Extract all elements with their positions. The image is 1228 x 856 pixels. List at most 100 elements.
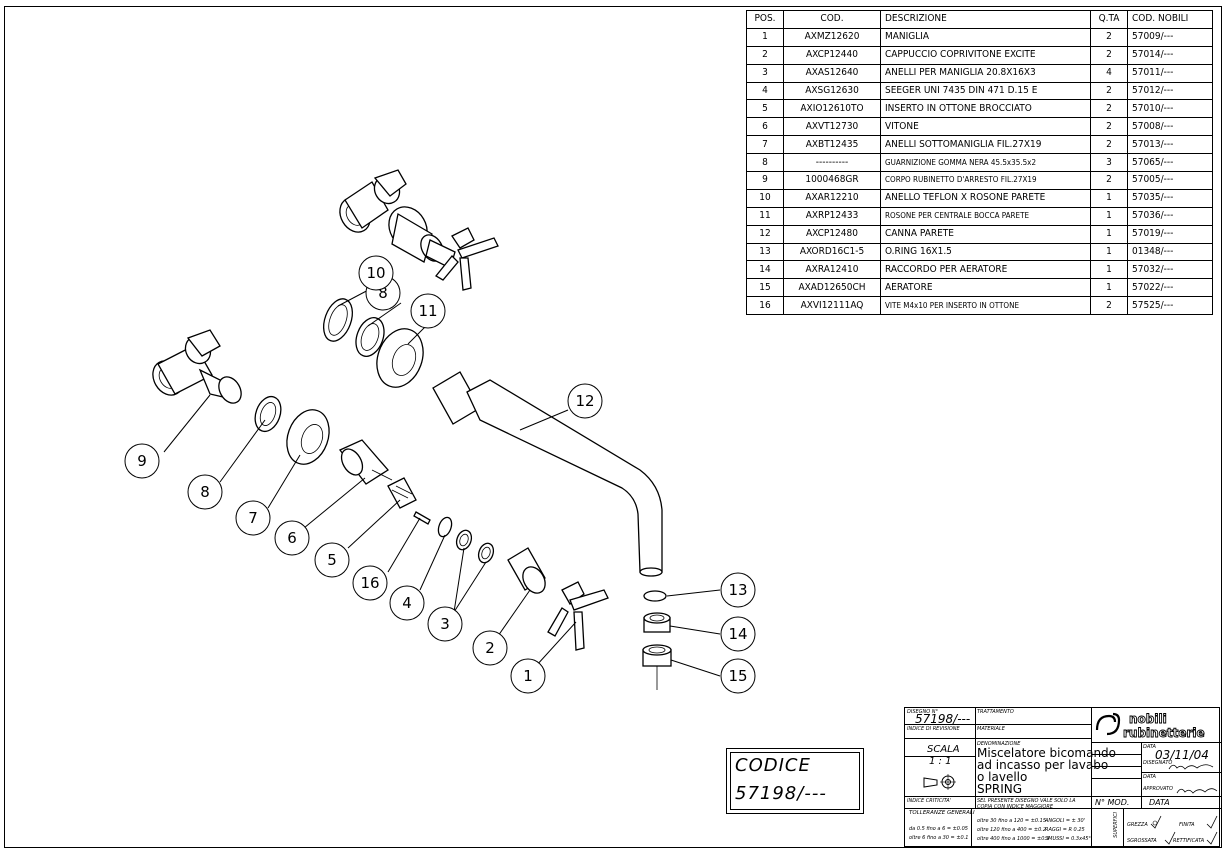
disegno-label: DISEGNO N° — [907, 709, 939, 715]
part-5-brass-insert — [387, 477, 417, 509]
callout-16: 16 — [352, 565, 388, 601]
data-value: 03/11/04 — [1155, 748, 1209, 762]
callout-label: 5 — [327, 551, 337, 569]
note-label: SEL PRESENTE DISEGNO VALE SOLO LA COPIA … — [977, 798, 1076, 810]
raggi-text: RAGGI = R 0.25 — [1045, 827, 1085, 833]
callout-label: 1 — [523, 667, 533, 685]
callout-4: 4 — [389, 585, 425, 621]
cell-desc: VITE M4x10 PER INSERTO IN OTTONE — [880, 296, 1091, 316]
callout-label: 2 — [485, 639, 495, 657]
callout-8: 8 — [187, 474, 223, 510]
nmod-label: N° MOD. — [1095, 798, 1130, 807]
tol-row-2: oltre 6 fino a 30 = ±0.1 — [909, 835, 969, 841]
data2-label: DATA — [1149, 798, 1170, 807]
approvato-label: APPROVATO — [1143, 786, 1173, 792]
codice-value: 57198/--- — [735, 783, 827, 804]
part-9-valve-body — [152, 329, 242, 404]
codice-inner-frame — [730, 752, 860, 810]
callout-10: 10 — [358, 255, 394, 291]
brand-line-2: rubinetterie — [1123, 726, 1205, 740]
materiale-label: MATERIALE — [977, 726, 1005, 732]
data-label: DATA — [1143, 744, 1156, 750]
callout-label: 11 — [418, 302, 437, 320]
finita-label: FINITA — [1179, 822, 1195, 828]
tol-row-5: oltre 400 fino a 1000 = ±0.3 — [977, 836, 1050, 842]
nobili-logo-icon: nobili rubinetterie — [1095, 712, 1205, 740]
callout-label: 13 — [728, 581, 747, 599]
indice-criticita-label: INDICE CRITICITA' — [907, 798, 952, 804]
denominazione-line-4: SPRING — [977, 782, 1023, 796]
surface-finish-symbols-icon — [1150, 815, 1218, 845]
part-1-handle — [547, 581, 609, 651]
callout-label: 3 — [440, 615, 450, 633]
revisione-label: INDICE DI REVISIONE — [907, 726, 960, 732]
angoli-text: ANGOLI = ± 30' — [1045, 818, 1086, 824]
part-15-aerator — [642, 644, 672, 690]
callout-7: 7 — [235, 500, 271, 536]
codice-label: CODICE — [735, 755, 811, 776]
callout-15: 15 — [720, 658, 756, 694]
drawing-frame — [4, 6, 1222, 848]
part-6-headpart — [338, 439, 393, 485]
part-13-oring — [643, 590, 667, 602]
leader-lines — [163, 286, 721, 677]
rettificata-label: RETTIFICATA — [1173, 838, 1205, 844]
callout-1: 1 — [510, 658, 546, 694]
tol-row-3: oltre 30 fino a 120 = ±0.15 — [977, 818, 1047, 824]
grezza-label: GREZZA — [1127, 822, 1148, 828]
callout-label: 9 — [137, 452, 147, 470]
part-8-upper-gasket — [355, 317, 385, 357]
denominazione-text: Miscelatore bicomando ad incasso per lav… — [977, 747, 1116, 795]
denominazione-line-1: Miscelatore bicomando — [977, 746, 1117, 760]
denominazione-label: DENOMINAZIONE — [977, 741, 1021, 747]
disegnato-signature-icon — [1168, 764, 1214, 770]
part-8-gasket — [254, 395, 282, 433]
cell-nobili: 57022/--- — [1127, 278, 1213, 298]
callout-11: 11 — [410, 293, 446, 329]
callout-12: 12 — [567, 383, 603, 419]
disegno-value: 57198/--- — [915, 712, 971, 726]
scala-label: SCALA — [927, 744, 960, 755]
data3-label: DATA — [1143, 774, 1156, 780]
trattamento-label: TRATTAMENTO — [977, 709, 1014, 715]
scala-value: 1 : 1 — [929, 756, 952, 767]
callout-label: 8 — [200, 483, 210, 501]
parts-table-header-row: POS. COD. DESCRIZIONE Q.TA COD. NOBILI — [746, 10, 1213, 29]
callout-label: 7 — [248, 509, 258, 527]
part-7-trim-ring — [286, 409, 330, 465]
denominazione-line-3: o lavello — [977, 770, 1028, 784]
codice-box: CODICE 57198/--- — [726, 748, 864, 814]
cell-nobili: 57008/--- — [1127, 117, 1213, 137]
callout-label: 8 — [378, 284, 388, 302]
part-12-spout-pipe — [432, 371, 663, 577]
callout-5: 5 — [314, 542, 350, 578]
upper-valve-body — [339, 169, 499, 291]
part-2-cap — [507, 547, 546, 594]
part-4-seeger — [437, 516, 453, 538]
denominazione-line-2: ad incasso per lavabo — [977, 758, 1109, 772]
callout-14: 14 — [720, 616, 756, 652]
projection-symbol-icon — [923, 774, 956, 790]
part-3-rings — [455, 529, 495, 564]
sgrossata-label: SGROSSATA — [1127, 838, 1157, 844]
parts-list-table: POS. COD. DESCRIZIONE Q.TA COD. NOBILI 1… — [746, 10, 1213, 316]
tolleranze-label: TOLLERANZE GENERALI — [909, 810, 975, 816]
callout-6: 6 — [274, 520, 310, 556]
callout-label: 15 — [728, 667, 747, 685]
disegnato-label: DISEGNATO — [1143, 760, 1173, 766]
callout-label: 4 — [402, 594, 412, 612]
tol-row-4: oltre 120 fino a 400 = ±0.2 — [977, 827, 1047, 833]
superfici-label: SUPERFICI — [1113, 812, 1119, 838]
tol-row-1: da 0.5 fino a 6 = ±0.05 — [909, 826, 968, 832]
